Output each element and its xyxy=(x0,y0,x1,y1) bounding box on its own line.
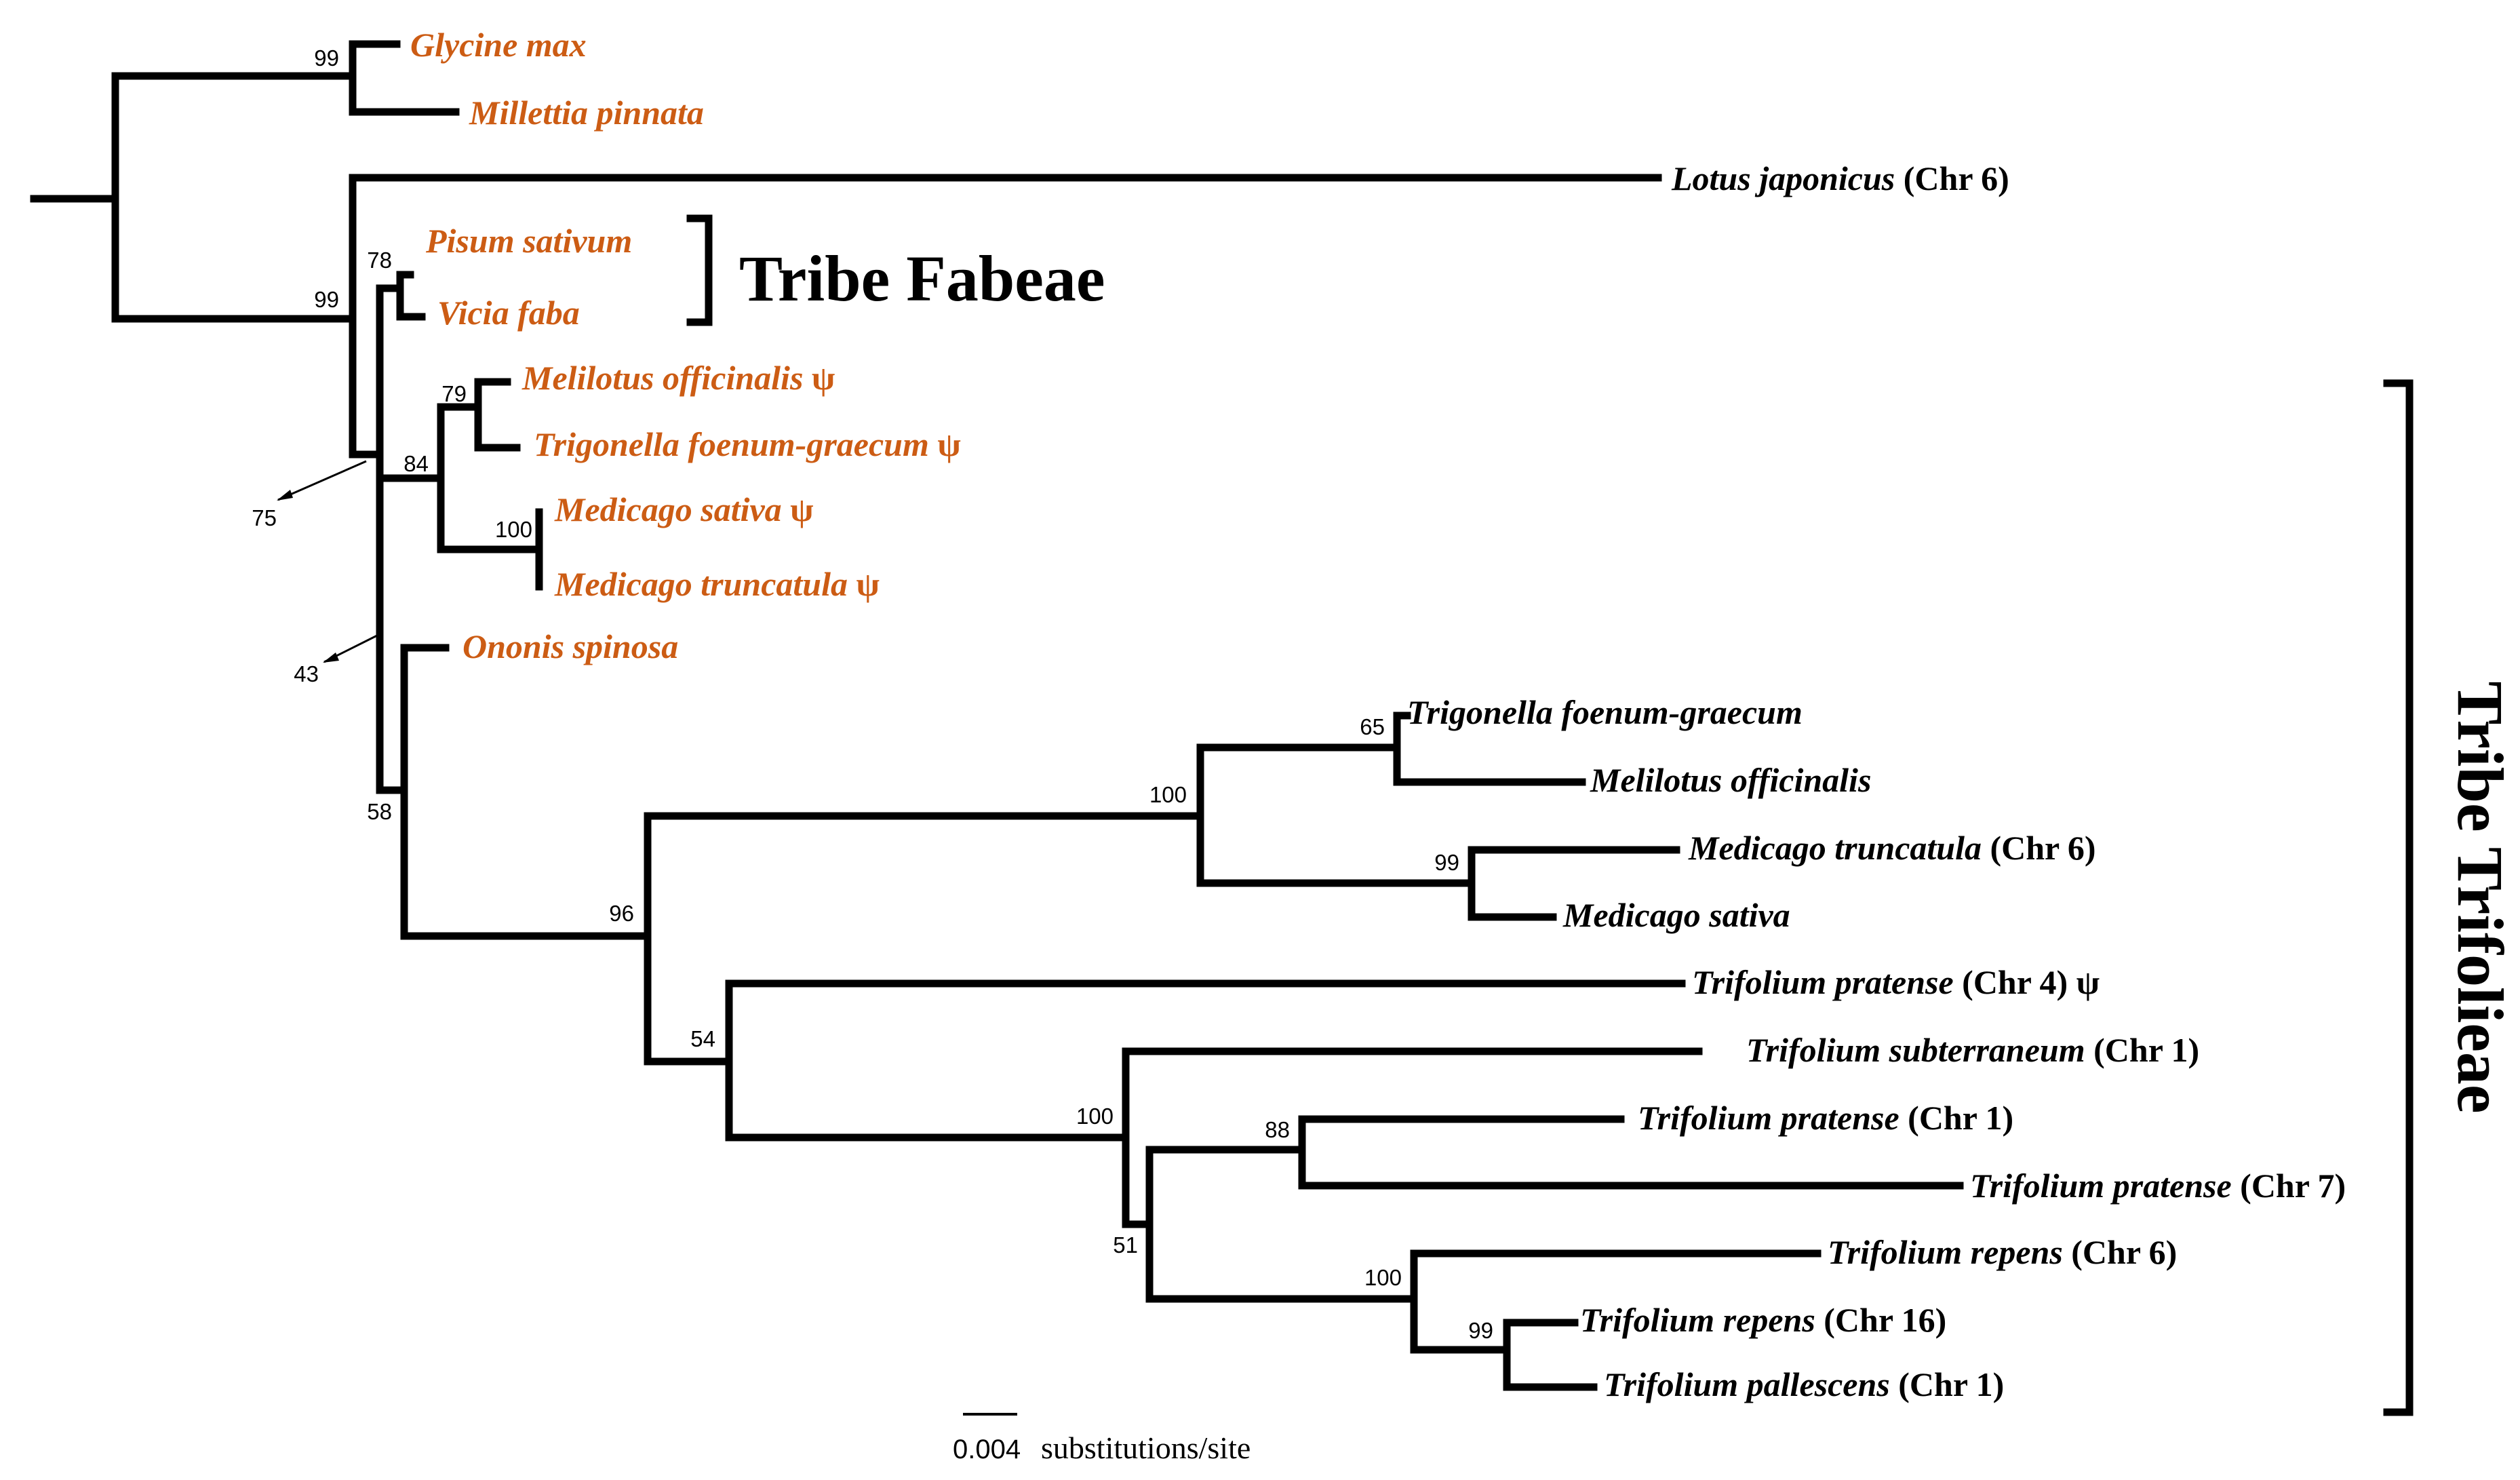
taxon-name: Trifolium repens xyxy=(1580,1301,1815,1339)
support-trigonella-medicago: 100 xyxy=(1149,782,1187,807)
taxon-suffix: (Chr 1) xyxy=(1899,1099,2014,1137)
taxon-name: Glycine max xyxy=(410,26,587,64)
taxon-pisum-sativum: Pisum sativum xyxy=(425,222,632,260)
support-repens-pallescens: 99 xyxy=(1468,1318,1493,1343)
taxon-name: Melilotus officinalis xyxy=(521,359,803,397)
taxon-name: Vicia faba xyxy=(437,294,580,332)
taxon-melilotus-officinalis-psi: Melilotus officinalis ψ xyxy=(521,359,835,397)
taxon-medicago-sativa: Medicago sativa xyxy=(1562,896,1790,934)
taxon-glycine-max: Glycine max xyxy=(410,26,587,64)
taxon-trifolium-repens-chr6: Trifolium repens (Chr 6) xyxy=(1828,1233,2177,1271)
support-repens-group: 100 xyxy=(1364,1265,1402,1290)
taxon-name: Trifolium pratense xyxy=(1638,1099,1899,1137)
scale-bar: 0.004 substitutions/site xyxy=(953,1413,1251,1465)
taxon-suffix: (Chr 1) xyxy=(2085,1031,2200,1069)
clade-title-fabeae: Tribe Fabeae xyxy=(739,242,1105,315)
arrow-75 xyxy=(277,460,367,501)
arrow-75-head xyxy=(277,490,293,501)
taxon-name: Trifolium pratense xyxy=(1692,963,1954,1001)
taxon-suffix: ψ xyxy=(929,425,961,463)
support-fabeae: 78 xyxy=(367,248,392,273)
taxon-medicago-sativa-psi: Medicago sativa ψ xyxy=(554,490,814,528)
taxon-name: Lotus japonicus xyxy=(1671,159,1895,197)
arrow-43-head xyxy=(323,653,339,663)
taxon-trifolium-pratense-chr1: Trifolium pratense (Chr 1) xyxy=(1638,1099,2013,1137)
taxon-name: Medicago truncatula xyxy=(1688,829,1982,867)
taxon-name: Medicago sativa xyxy=(554,490,782,528)
taxon-trifolium-repens-chr16: Trifolium repens (Chr 16) xyxy=(1580,1301,1946,1339)
taxon-name: Trifolium repens xyxy=(1828,1233,2063,1271)
taxon-millettia-pinnata: Millettia pinnata xyxy=(469,94,704,132)
taxon-trifolium-subterraneum: Trifolium subterraneum (Chr 1) xyxy=(1746,1031,2199,1069)
taxon-name: Ononis spinosa xyxy=(462,627,678,665)
taxon-vicia-faba: Vicia faba xyxy=(437,294,580,332)
support-arrows xyxy=(277,460,380,663)
support-glycine-millettia: 99 xyxy=(314,45,339,71)
support-values: 99 78 99 79 100 84 75 43 58 65 99 100 96… xyxy=(252,45,1493,1343)
support-main-trifolieae: 96 xyxy=(609,901,634,926)
taxon-suffix: (Chr 6) xyxy=(1982,829,2096,867)
taxon-suffix: ψ xyxy=(848,565,880,603)
tree-branches xyxy=(30,40,1964,1391)
scale-bar-value: 0.004 xyxy=(953,1435,1021,1464)
taxon-trigonella-psi: Trigonella foenum-graecum ψ xyxy=(534,425,961,463)
taxon-medicago-truncatula: Medicago truncatula (Chr 6) xyxy=(1688,829,2096,867)
support-group-84: 84 xyxy=(403,451,429,476)
taxon-suffix: (Chr 6) xyxy=(2063,1233,2178,1271)
taxon-name: Medicago sativa xyxy=(1562,896,1790,934)
trifolieae-bracket xyxy=(2383,379,2414,1416)
support-ononis-trifolieae: 58 xyxy=(367,799,392,824)
taxon-suffix: (Chr 6) xyxy=(1895,159,2009,197)
support-trigonella-melilotus: 65 xyxy=(1360,714,1385,739)
taxon-name: Medicago truncatula xyxy=(554,565,848,603)
clade-brackets xyxy=(686,214,2414,1416)
taxon-name: Trifolium pratense xyxy=(1970,1167,2232,1205)
taxon-suffix: (Chr 1) xyxy=(1890,1365,2005,1403)
taxon-suffix: ψ xyxy=(803,359,835,397)
taxon-medicago-truncatula-psi: Medicago truncatula ψ xyxy=(554,565,880,603)
taxon-trigonella: Trigonella foenum-graecum xyxy=(1407,693,1803,731)
taxon-name: Trifolium subterraneum xyxy=(1746,1031,2085,1069)
taxon-ononis-spinosa: Ononis spinosa xyxy=(462,627,678,665)
taxon-trifolium-pratense-chr4: Trifolium pratense (Chr 4) ψ xyxy=(1692,963,2100,1001)
fabeae-bracket xyxy=(686,214,713,326)
clade-title-trifolieae: Tribe Trifolieae xyxy=(2444,681,2517,1113)
taxon-melilotus-officinalis: Melilotus officinalis xyxy=(1590,761,1871,799)
taxon-lotus-japonicus: Lotus japonicus (Chr 6) xyxy=(1671,159,2009,197)
taxon-name: Trifolium pallescens xyxy=(1604,1365,1890,1403)
taxon-suffix: (Chr 7) xyxy=(2232,1167,2346,1205)
taxon-name: Pisum sativum xyxy=(425,222,632,260)
support-trifolium-clade: 54 xyxy=(690,1026,715,1051)
taxon-name: Trigonella foenum-graecum xyxy=(534,425,929,463)
support-core-group: 99 xyxy=(314,287,339,312)
support-pratense-pair: 88 xyxy=(1265,1117,1290,1142)
taxon-name: Trigonella foenum-graecum xyxy=(1407,693,1803,731)
support-arrow-75: 75 xyxy=(252,505,277,530)
support-trifolium-core: 100 xyxy=(1076,1104,1114,1129)
taxon-trifolium-pratense-chr7: Trifolium pratense (Chr 7) xyxy=(1970,1167,2346,1205)
support-medicago-pair: 100 xyxy=(495,517,532,542)
taxon-name: Melilotus officinalis xyxy=(1590,761,1871,799)
support-arrow-43: 43 xyxy=(294,661,319,686)
taxon-suffix: (Chr 16) xyxy=(1815,1301,1947,1339)
taxon-name: Millettia pinnata xyxy=(469,94,704,132)
taxon-labels: Glycine max Millettia pinnata Lotus japo… xyxy=(410,26,2346,1403)
support-medicago-clade: 99 xyxy=(1434,850,1459,875)
taxon-trifolium-pallescens: Trifolium pallescens (Chr 1) xyxy=(1604,1365,2004,1403)
support-melilotus-trigonella: 79 xyxy=(441,381,467,406)
scale-bar-unit: substitutions/site xyxy=(1041,1430,1251,1465)
taxon-suffix: ψ xyxy=(782,490,814,528)
support-trifolium-inner: 51 xyxy=(1113,1232,1138,1258)
taxon-suffix: (Chr 4) ψ xyxy=(1954,963,2100,1001)
